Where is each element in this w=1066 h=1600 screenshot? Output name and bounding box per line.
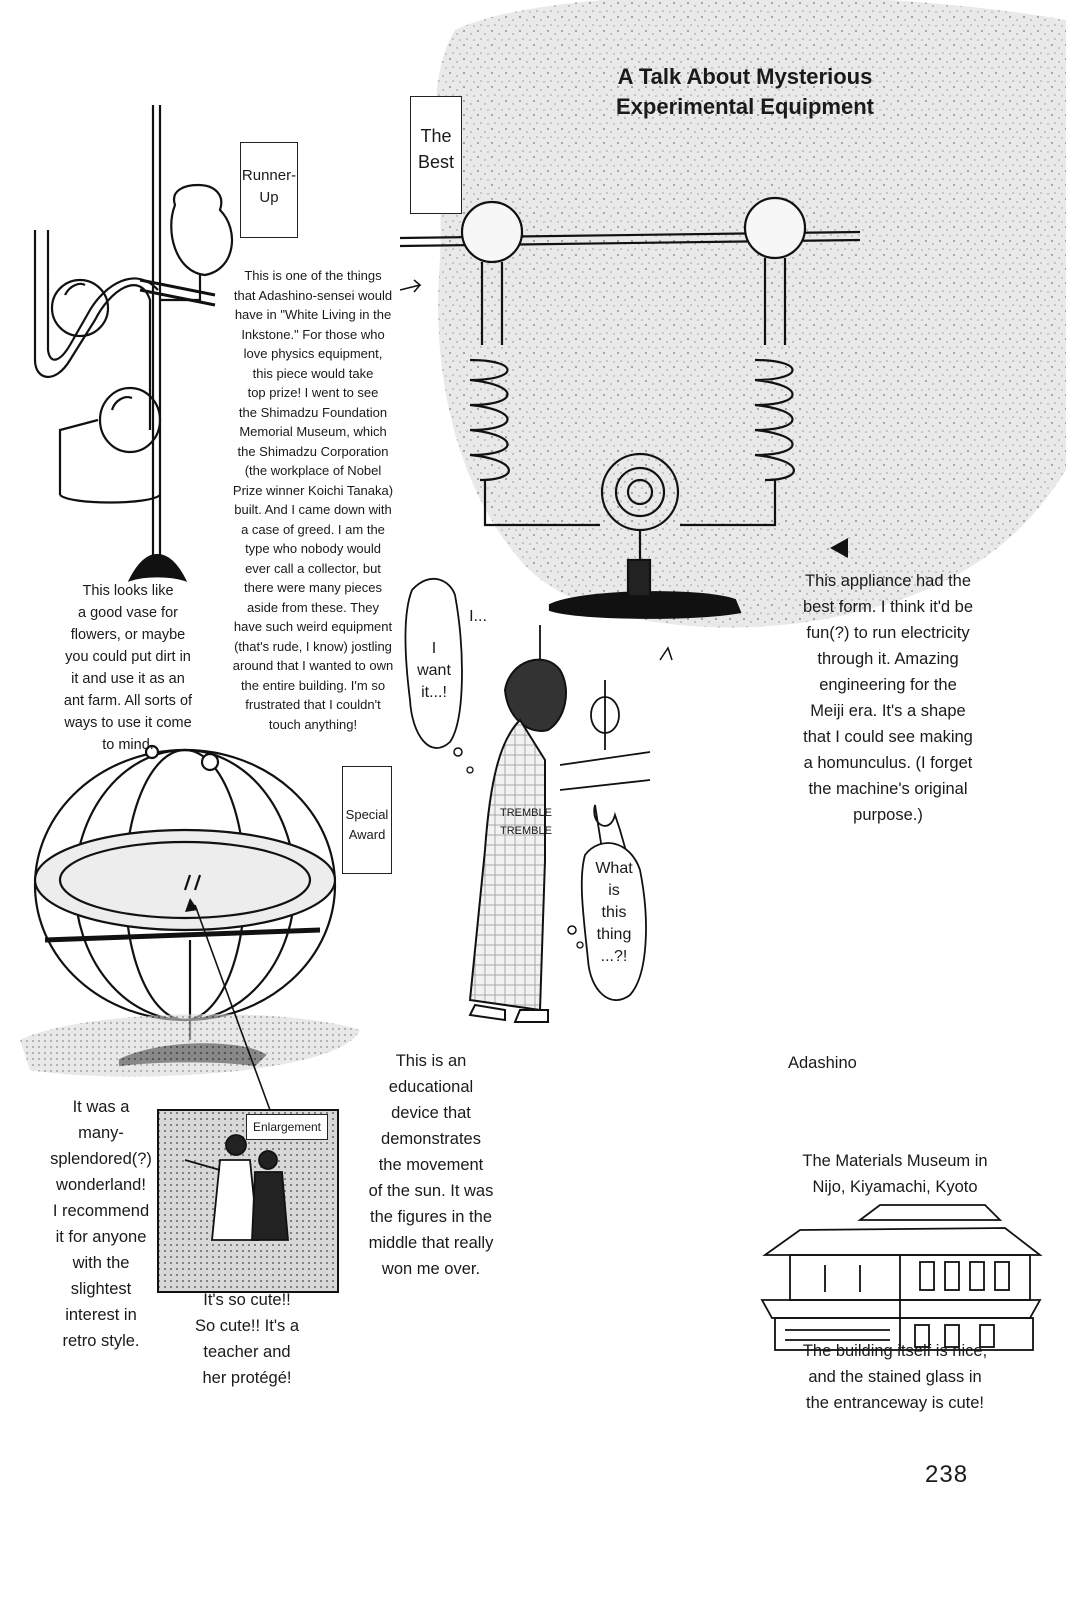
thought-bubble-what	[580, 842, 647, 1001]
triangle-pointer	[830, 538, 848, 558]
vase-description: This looks like a good vase for flowers,…	[63, 583, 193, 753]
background-machine	[539, 625, 651, 901]
enlargement-label: Enlargement	[246, 1114, 328, 1140]
page-title-line-1: A Talk About Mysterious	[617, 64, 873, 89]
runner-up-description: This is one of the things that Adashino-…	[232, 268, 394, 732]
runner-up-label: Runner- Up	[240, 142, 298, 238]
museum-location: The Materials Museum in Nijo, Kiyamachi,…	[802, 1152, 988, 1196]
best-apparatus	[399, 196, 861, 619]
runner-up-apparatus	[33, 105, 234, 582]
page-number: 238	[925, 1461, 969, 1488]
adashino-figure	[468, 658, 567, 1023]
best-label: The Best	[410, 96, 462, 214]
bubble-dots: I...	[469, 608, 487, 625]
bubble-what-is-this: What is this thing ...?!	[595, 860, 633, 965]
museum-building-sketch	[760, 1204, 1043, 1351]
page-title-line-2: Experimental Equipment	[616, 94, 874, 119]
character-name-label: Adashino	[788, 1054, 857, 1072]
cute-note: It's so cute!! So cute!! It's a teacher …	[194, 1291, 300, 1387]
sfx-tremble-1: TREMBLE	[500, 807, 552, 819]
building-note: The building itself is nice, and the sta…	[802, 1342, 988, 1412]
best-description: This appliance had the best form. I thin…	[802, 572, 974, 824]
educational-note: This is an educational device that demon…	[368, 1052, 494, 1278]
stipple-background	[435, 0, 1066, 628]
thought-bubble-want	[404, 578, 463, 749]
special-award-label: Special Award	[342, 766, 392, 874]
bubble-want-it: I want it...!	[417, 640, 451, 701]
small-pointer	[659, 646, 673, 661]
arrow-to-best	[399, 279, 422, 293]
teacher-protege-figures	[184, 1134, 289, 1241]
sfx-tremble-2: TREMBLE	[500, 825, 552, 837]
enlargement-pointer	[194, 904, 271, 1111]
wonderland-note: It was a many- splendored(?) wonderland!…	[50, 1098, 152, 1350]
sphere-shadow	[20, 1013, 360, 1077]
